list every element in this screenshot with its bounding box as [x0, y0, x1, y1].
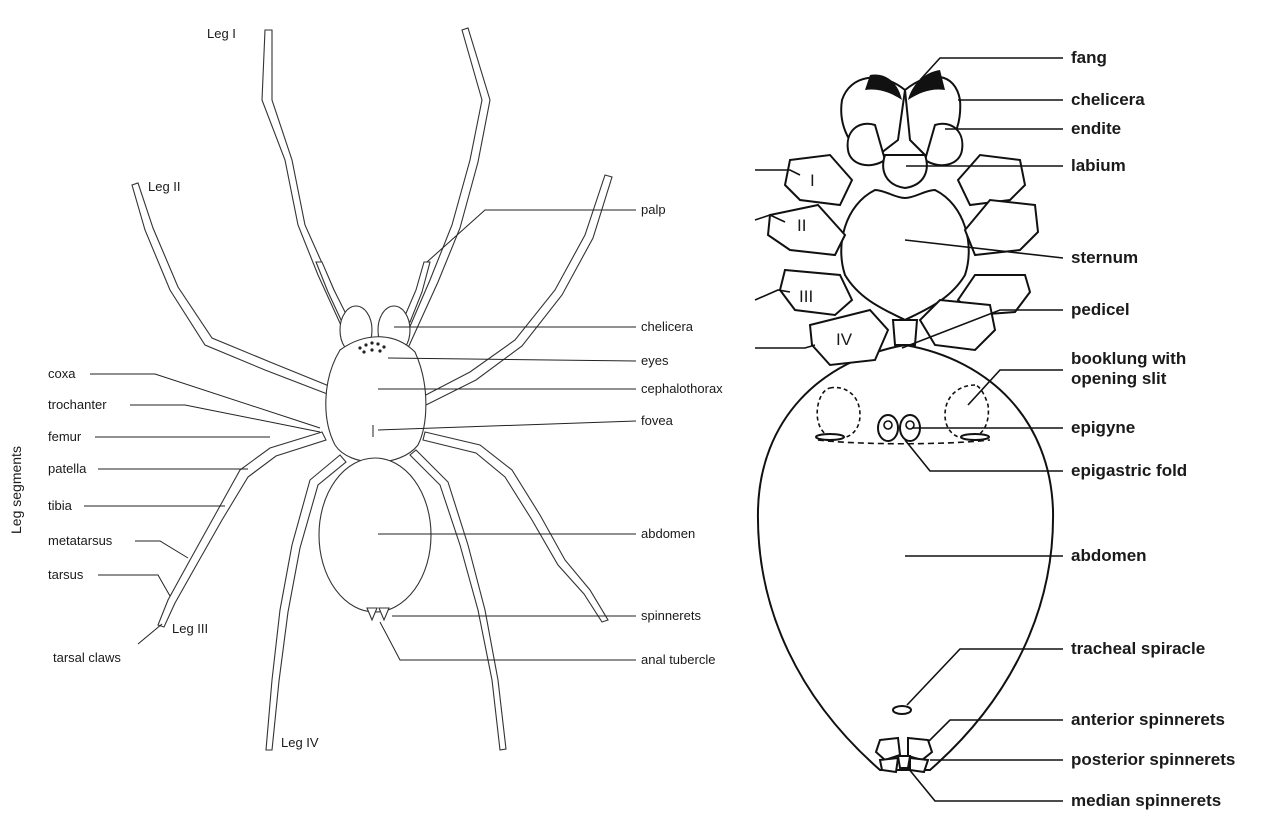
label-chelicera-ventral: chelicera: [1071, 90, 1145, 109]
booklung-slit-left: [815, 433, 845, 441]
dorsal-left-leaders: [84, 373, 321, 645]
label-fovea: fovea: [641, 413, 674, 428]
endite-left: [846, 122, 887, 167]
label-sternum: sternum: [1071, 248, 1138, 267]
leg-4-left: [265, 454, 347, 751]
label-tarsus: tarsus: [48, 567, 84, 582]
label-pedicel: pedicel: [1071, 300, 1130, 319]
cephalothorax-shape: [325, 336, 427, 463]
fang-left: [865, 74, 902, 100]
epigastric-fold-line: [817, 439, 991, 445]
leg-3-left: [157, 431, 327, 628]
label-tibia: tibia: [48, 498, 73, 513]
epigyne-shape: [877, 414, 921, 442]
fang-right: [908, 70, 945, 100]
label-endite: endite: [1071, 119, 1121, 138]
palp-right: [403, 261, 431, 323]
dorsal-view-diagram: Leg I Leg II Leg III Leg IV Leg segments…: [8, 26, 723, 751]
labium-shape: [882, 154, 928, 190]
ventral-view-diagram: I II III IV fang chelicera endite labium…: [754, 48, 1235, 810]
label-trochanter: trochanter: [48, 397, 107, 412]
palp-left: [315, 261, 349, 323]
label-abdomen-ventral: abdomen: [1071, 546, 1147, 565]
label-chelicera-dorsal: chelicera: [641, 319, 694, 334]
booklung-slit-right: [960, 433, 990, 441]
label-roman-II: II: [797, 216, 806, 235]
ventral-right-leaders: [901, 57, 1064, 802]
endite-right: [923, 122, 964, 167]
label-leg-2: Leg II: [148, 179, 181, 194]
label-epigyne: epigyne: [1071, 418, 1135, 437]
spinnerets-ventral: [874, 736, 934, 774]
label-leg-3: Leg III: [172, 621, 208, 636]
coxa-IV-left: [808, 308, 890, 367]
label-tarsal-claws: tarsal claws: [53, 650, 121, 665]
abdomen-shape-dorsal: [318, 457, 432, 613]
label-anal-tubercle: anal tubercle: [641, 652, 715, 667]
label-roman-IV: IV: [836, 330, 853, 349]
dorsal-legs: [131, 27, 613, 751]
label-median-spinnerets: median spinnerets: [1071, 791, 1221, 810]
label-femur: femur: [48, 429, 82, 444]
label-cephalothorax: cephalothorax: [641, 381, 723, 396]
leg-1-right: [401, 27, 491, 349]
label-leg-4: Leg IV: [281, 735, 319, 750]
leg-2-right: [419, 174, 613, 407]
sternum-shape: [840, 188, 970, 322]
label-roman-I: I: [810, 171, 815, 190]
label-anterior-spinnerets: anterior spinnerets: [1071, 710, 1225, 729]
label-booklung-line2: opening slit: [1071, 369, 1167, 388]
leg-1-left: [261, 29, 357, 346]
leg-2-left: [131, 182, 335, 396]
leg-3-right: [422, 431, 609, 623]
label-leg-segments: Leg segments: [8, 446, 24, 534]
label-abdomen-dorsal: abdomen: [641, 526, 695, 541]
label-labium: labium: [1071, 156, 1126, 175]
ventral-leg-leaders: [754, 169, 816, 349]
label-eyes: eyes: [641, 353, 669, 368]
label-leg-1: Leg I: [207, 26, 236, 41]
dorsal-right-leaders: [377, 209, 637, 661]
eyes-group: [358, 341, 386, 354]
label-palp: palp: [641, 202, 666, 217]
coxa-I-left: [783, 153, 854, 207]
pedicel-shape: [891, 319, 919, 346]
coxa-II-left: [766, 203, 847, 257]
label-coxa: coxa: [48, 366, 76, 381]
tracheal-spiracle-shape: [892, 705, 912, 715]
leg-4-right: [409, 449, 507, 751]
coxa-II-right: [963, 198, 1040, 257]
label-metatarsus: metatarsus: [48, 533, 113, 548]
label-spinnerets: spinnerets: [641, 608, 701, 623]
label-booklung-line1: booklung with: [1071, 349, 1186, 368]
label-tracheal-spiracle: tracheal spiracle: [1071, 639, 1205, 658]
spinnerets-dorsal: [366, 607, 390, 622]
coxa-IV-right: [918, 298, 997, 352]
label-roman-III: III: [799, 287, 813, 306]
label-posterior-spinnerets: posterior spinnerets: [1071, 750, 1235, 769]
abdomen-shape-ventral: [756, 343, 1055, 771]
label-patella: patella: [48, 461, 87, 476]
coxa-I-right: [956, 153, 1027, 207]
label-fang: fang: [1071, 48, 1107, 67]
coxa-III-left: [778, 268, 854, 317]
label-epigastric-fold: epigastric fold: [1071, 461, 1187, 480]
